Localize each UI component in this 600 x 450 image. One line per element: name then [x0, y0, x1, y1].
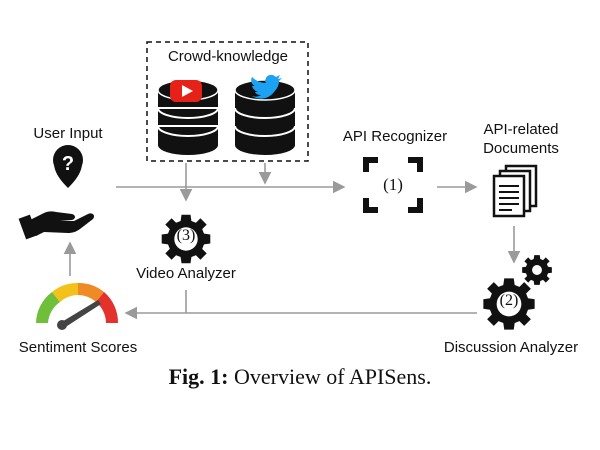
discussion-analyzer-gear-icon: [483, 255, 552, 330]
video-analyzer-label: Video Analyzer: [136, 265, 236, 282]
twitter-bird-icon: [251, 74, 282, 99]
twitter-database-icon: [234, 79, 296, 155]
figure-caption: Fig. 1: Overview of APISens.: [0, 364, 600, 390]
video-analyzer-gear-icon: [161, 214, 211, 264]
sentiment-gauge-icon: [36, 282, 119, 330]
figure-caption-prefix: Fig. 1:: [168, 364, 229, 389]
user-input-label: User Input: [33, 125, 103, 142]
flow-arrows: [63, 163, 521, 320]
discussion-analyzer-step: (2): [499, 292, 519, 309]
documents-icon: [492, 164, 538, 218]
api-related-documents-label-line2: Documents: [483, 140, 559, 157]
discussion-analyzer-label: Discussion Analyzer: [443, 339, 579, 356]
api-recognizer-step: (1): [383, 175, 403, 194]
question-mark-glyph: ?: [61, 153, 75, 175]
sentiment-scores-label: Sentiment Scores: [18, 339, 138, 356]
video-analyzer-step: (3): [176, 227, 196, 244]
crowd-knowledge-label: Crowd-knowledge: [167, 48, 289, 65]
question-hand-icon: [18, 145, 95, 240]
crowd-knowledge-box: [146, 41, 309, 162]
api-recognizer-frame-icon: [363, 157, 423, 213]
youtube-icon: [170, 80, 202, 102]
figure-caption-text: Overview of APISens.: [234, 364, 432, 389]
api-related-documents-label-line1: API-related: [483, 121, 559, 138]
diagram-canvas: [18, 41, 552, 330]
api-recognizer-label: API Recognizer: [342, 128, 448, 145]
